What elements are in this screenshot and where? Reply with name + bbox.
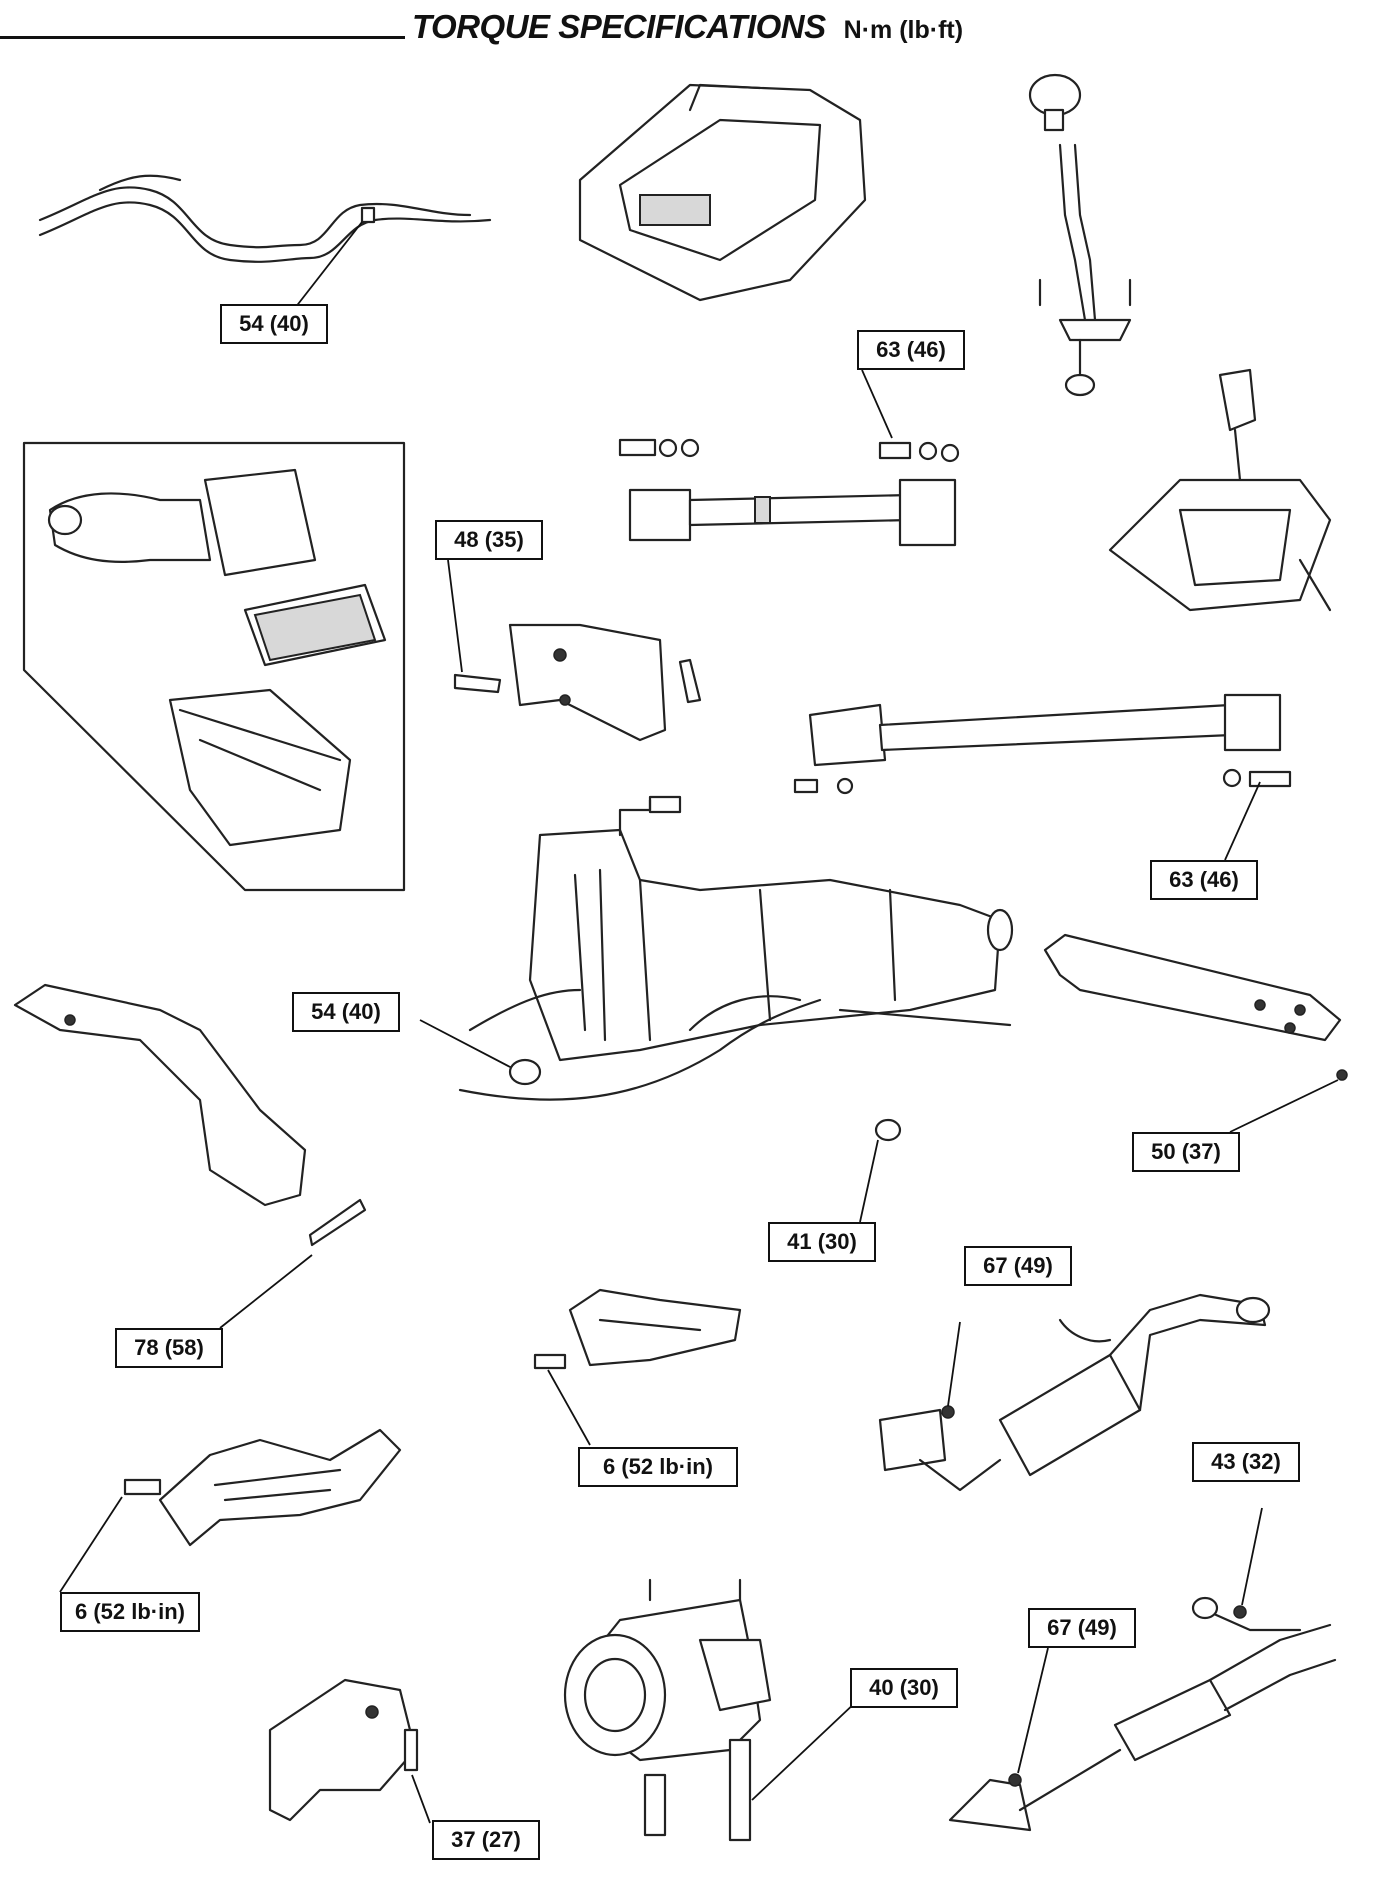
callout-starter: 40 (30) [850,1668,958,1708]
callout-lower-exhaust: 67 (49) [1028,1608,1136,1648]
leader-front-exhaust [947,1321,961,1407]
front-crossmember [13,983,307,1207]
callout-skid-plate: 6 (52 lb·in) [60,1592,200,1632]
leader-starter-bracket [411,1774,431,1824]
heat-shield [568,1288,742,1367]
skid-plate [158,1428,402,1547]
rear-crossmember [1043,933,1342,1042]
leader-front-crossmember [219,1254,313,1329]
leader-drain-plug [859,1139,879,1223]
front-catalytic-converter [878,1293,1271,1492]
crossmember-bolt [1336,1069,1348,1081]
callout-front-exhaust: 67 (49) [964,1246,1072,1286]
front-propshaft [618,438,960,547]
callout-front-crossmember: 78 (58) [115,1328,223,1368]
leader-lower-exhaust [1017,1647,1049,1774]
starter-bracket [268,1678,417,1822]
fuel-lines [38,174,492,263]
units-label: N·m (lb·ft) [843,16,964,44]
crossmember-bolt-left [308,1198,367,1247]
mount-bolt [508,1058,542,1086]
transmission [458,795,1014,1101]
leader-starter [751,1699,859,1801]
callout-transmission-mount: 54 (40) [292,992,400,1032]
leader-rear-propshaft [1224,781,1261,861]
page-title: TORQUE SPECIFICATIONS N·m (lb·ft) [412,8,963,46]
callout-bracket: 48 (35) [435,520,543,560]
leader-front-propshaft [861,369,893,439]
skid-plate-bolt [123,1478,162,1496]
rear-exhaust-nut [1233,1605,1247,1619]
callout-rear-propshaft: 63 (46) [1150,860,1258,900]
leader-bracket [447,559,463,673]
title-rule [0,36,405,39]
shift-lever-boot [1028,73,1132,397]
leader-transmission-mount [419,1019,513,1069]
callout-front-propshaft: 63 (46) [857,330,965,370]
callout-rear-exhaust: 43 (32) [1192,1442,1300,1482]
center-console [578,83,867,302]
callout-heat-shield: 6 (52 lb·in) [578,1447,738,1487]
leader-fuel-line [294,221,363,309]
callout-drain-plug: 41 (30) [768,1222,876,1262]
rear-catalytic-converter [948,1596,1337,1832]
page-title-text: TORQUE SPECIFICATIONS [412,8,826,45]
engine-bracket [453,623,702,742]
callout-starter-bracket: 37 (27) [432,1820,540,1860]
callout-fuel-line: 54 (40) [220,304,328,344]
leader-heat-shield [547,1369,591,1446]
air-cleaner-inset [22,441,406,892]
at-shifter [1108,368,1332,612]
leader-crossmember [1229,1079,1339,1133]
front-exhaust-nut [941,1405,955,1419]
leader-rear-exhaust [1241,1507,1263,1606]
starter-motor [563,1578,772,1842]
rear-propshaft [793,693,1292,795]
starter-bracket-bolt [403,1728,419,1772]
drain-plug [874,1118,902,1142]
callout-crossmember: 50 (37) [1132,1132,1240,1172]
lower-exhaust-nut [1008,1773,1022,1787]
leader-skid-plate [59,1496,123,1593]
heat-shield-bolt [533,1353,567,1370]
